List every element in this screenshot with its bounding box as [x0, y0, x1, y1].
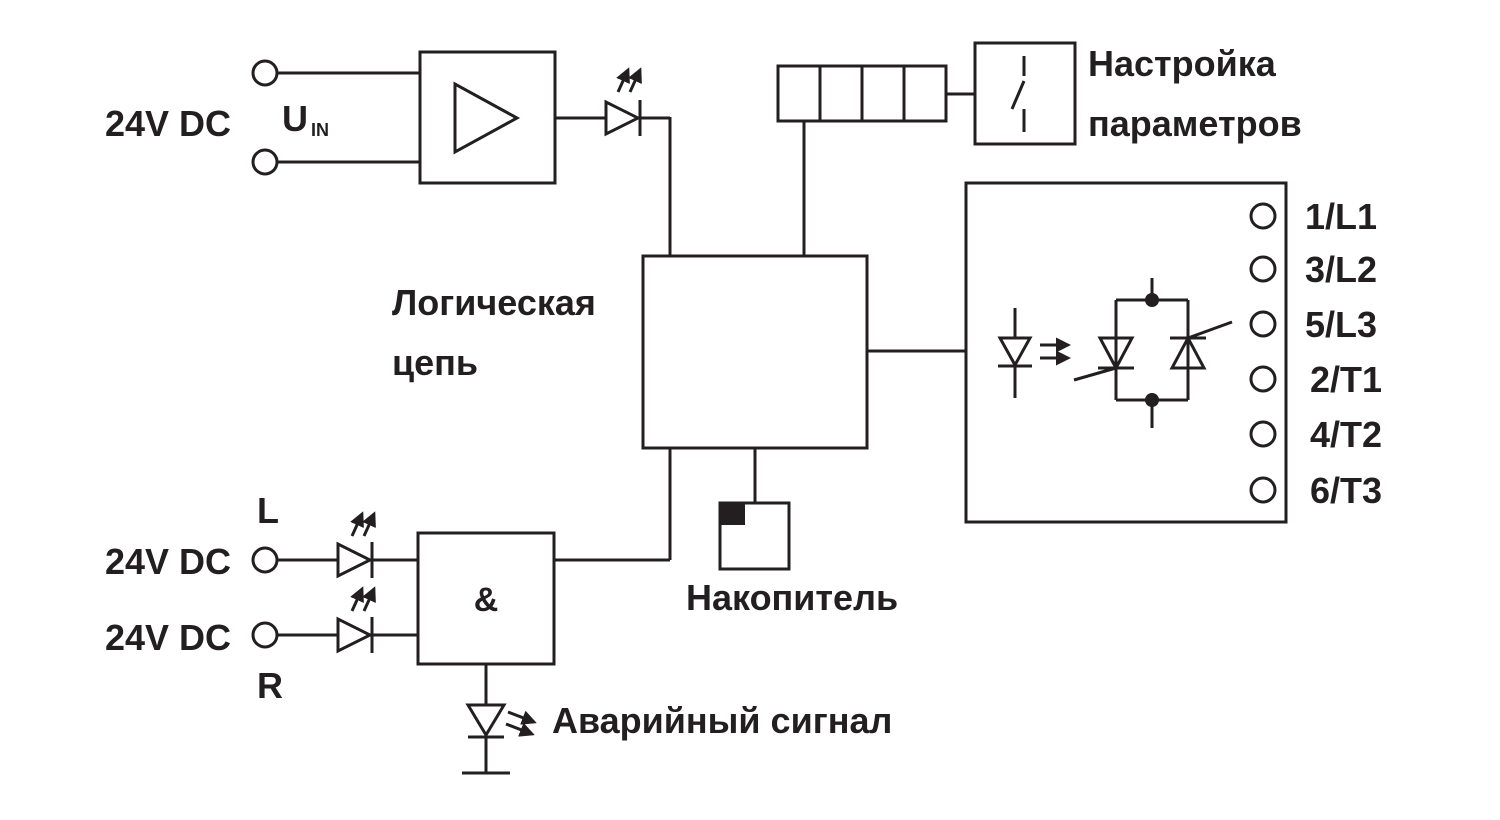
terminal-label: 4/T2: [1310, 414, 1382, 455]
supply-led-icon: [555, 67, 670, 137]
feedback-supply-label-r: 24V DC: [105, 617, 231, 658]
amplifier-triangle-icon: [453, 81, 521, 155]
logic-label-line2: цепь: [392, 342, 478, 383]
alarm-led-icon: [462, 703, 537, 775]
input-supply-label: 24V DC: [105, 103, 231, 144]
alarm-label: Аварийный сигнал: [552, 700, 892, 741]
amplifier-block: [418, 50, 557, 185]
terminal-4-t2: [1249, 420, 1277, 448]
input-voltage-symbol: U: [282, 98, 308, 139]
terminal-label: 3/L2: [1305, 249, 1377, 290]
feedback-side-label-l: L: [257, 490, 279, 531]
terminal-5-l3: [1249, 310, 1277, 338]
logic-block: [641, 254, 869, 450]
settings-dip-switch: [776, 64, 948, 123]
terminal-label: 6/T3: [1310, 470, 1382, 511]
optocoupler-icon: [997, 308, 1071, 398]
settings-switch-icon: [973, 41, 1077, 146]
and-gate-block: &: [416, 531, 556, 666]
input-terminal-minus: [251, 148, 279, 176]
feedback-terminal-r: [251, 621, 279, 649]
feedback-side-label-r: R: [257, 665, 283, 706]
terminal-1-l1: [1249, 202, 1277, 230]
input-voltage-subscript: IN: [311, 120, 329, 140]
terminal-3-l2: [1249, 255, 1277, 283]
and-gate-symbol: &: [474, 581, 499, 619]
terminal-6-t3: [1249, 476, 1277, 504]
terminal-2-t1: [1249, 365, 1277, 393]
input-terminal-plus: [251, 59, 279, 87]
storage-label: Накопитель: [686, 577, 898, 618]
thyristor-pair-icon: [1073, 278, 1233, 428]
storage-icon: [720, 503, 745, 525]
settings-label-line2: параметров: [1088, 103, 1302, 144]
logic-label-line1: Логическая: [392, 282, 596, 323]
storage-block: [718, 501, 791, 571]
terminal-label: 5/L3: [1305, 304, 1377, 345]
output-module: [964, 181, 1288, 524]
input-supply-section: 24V DC U IN: [105, 59, 420, 176]
feedback-led-l-icon: [277, 511, 418, 579]
terminal-label: 2/T1: [1310, 359, 1382, 400]
settings-label-line1: Настройка: [1088, 43, 1277, 84]
feedback-terminal-l: [251, 546, 279, 574]
output-terminals: [1249, 202, 1277, 504]
terminal-label: 1/L1: [1305, 196, 1377, 237]
feedback-supply-label-l: 24V DC: [105, 541, 231, 582]
feedback-led-r-icon: [277, 586, 418, 654]
